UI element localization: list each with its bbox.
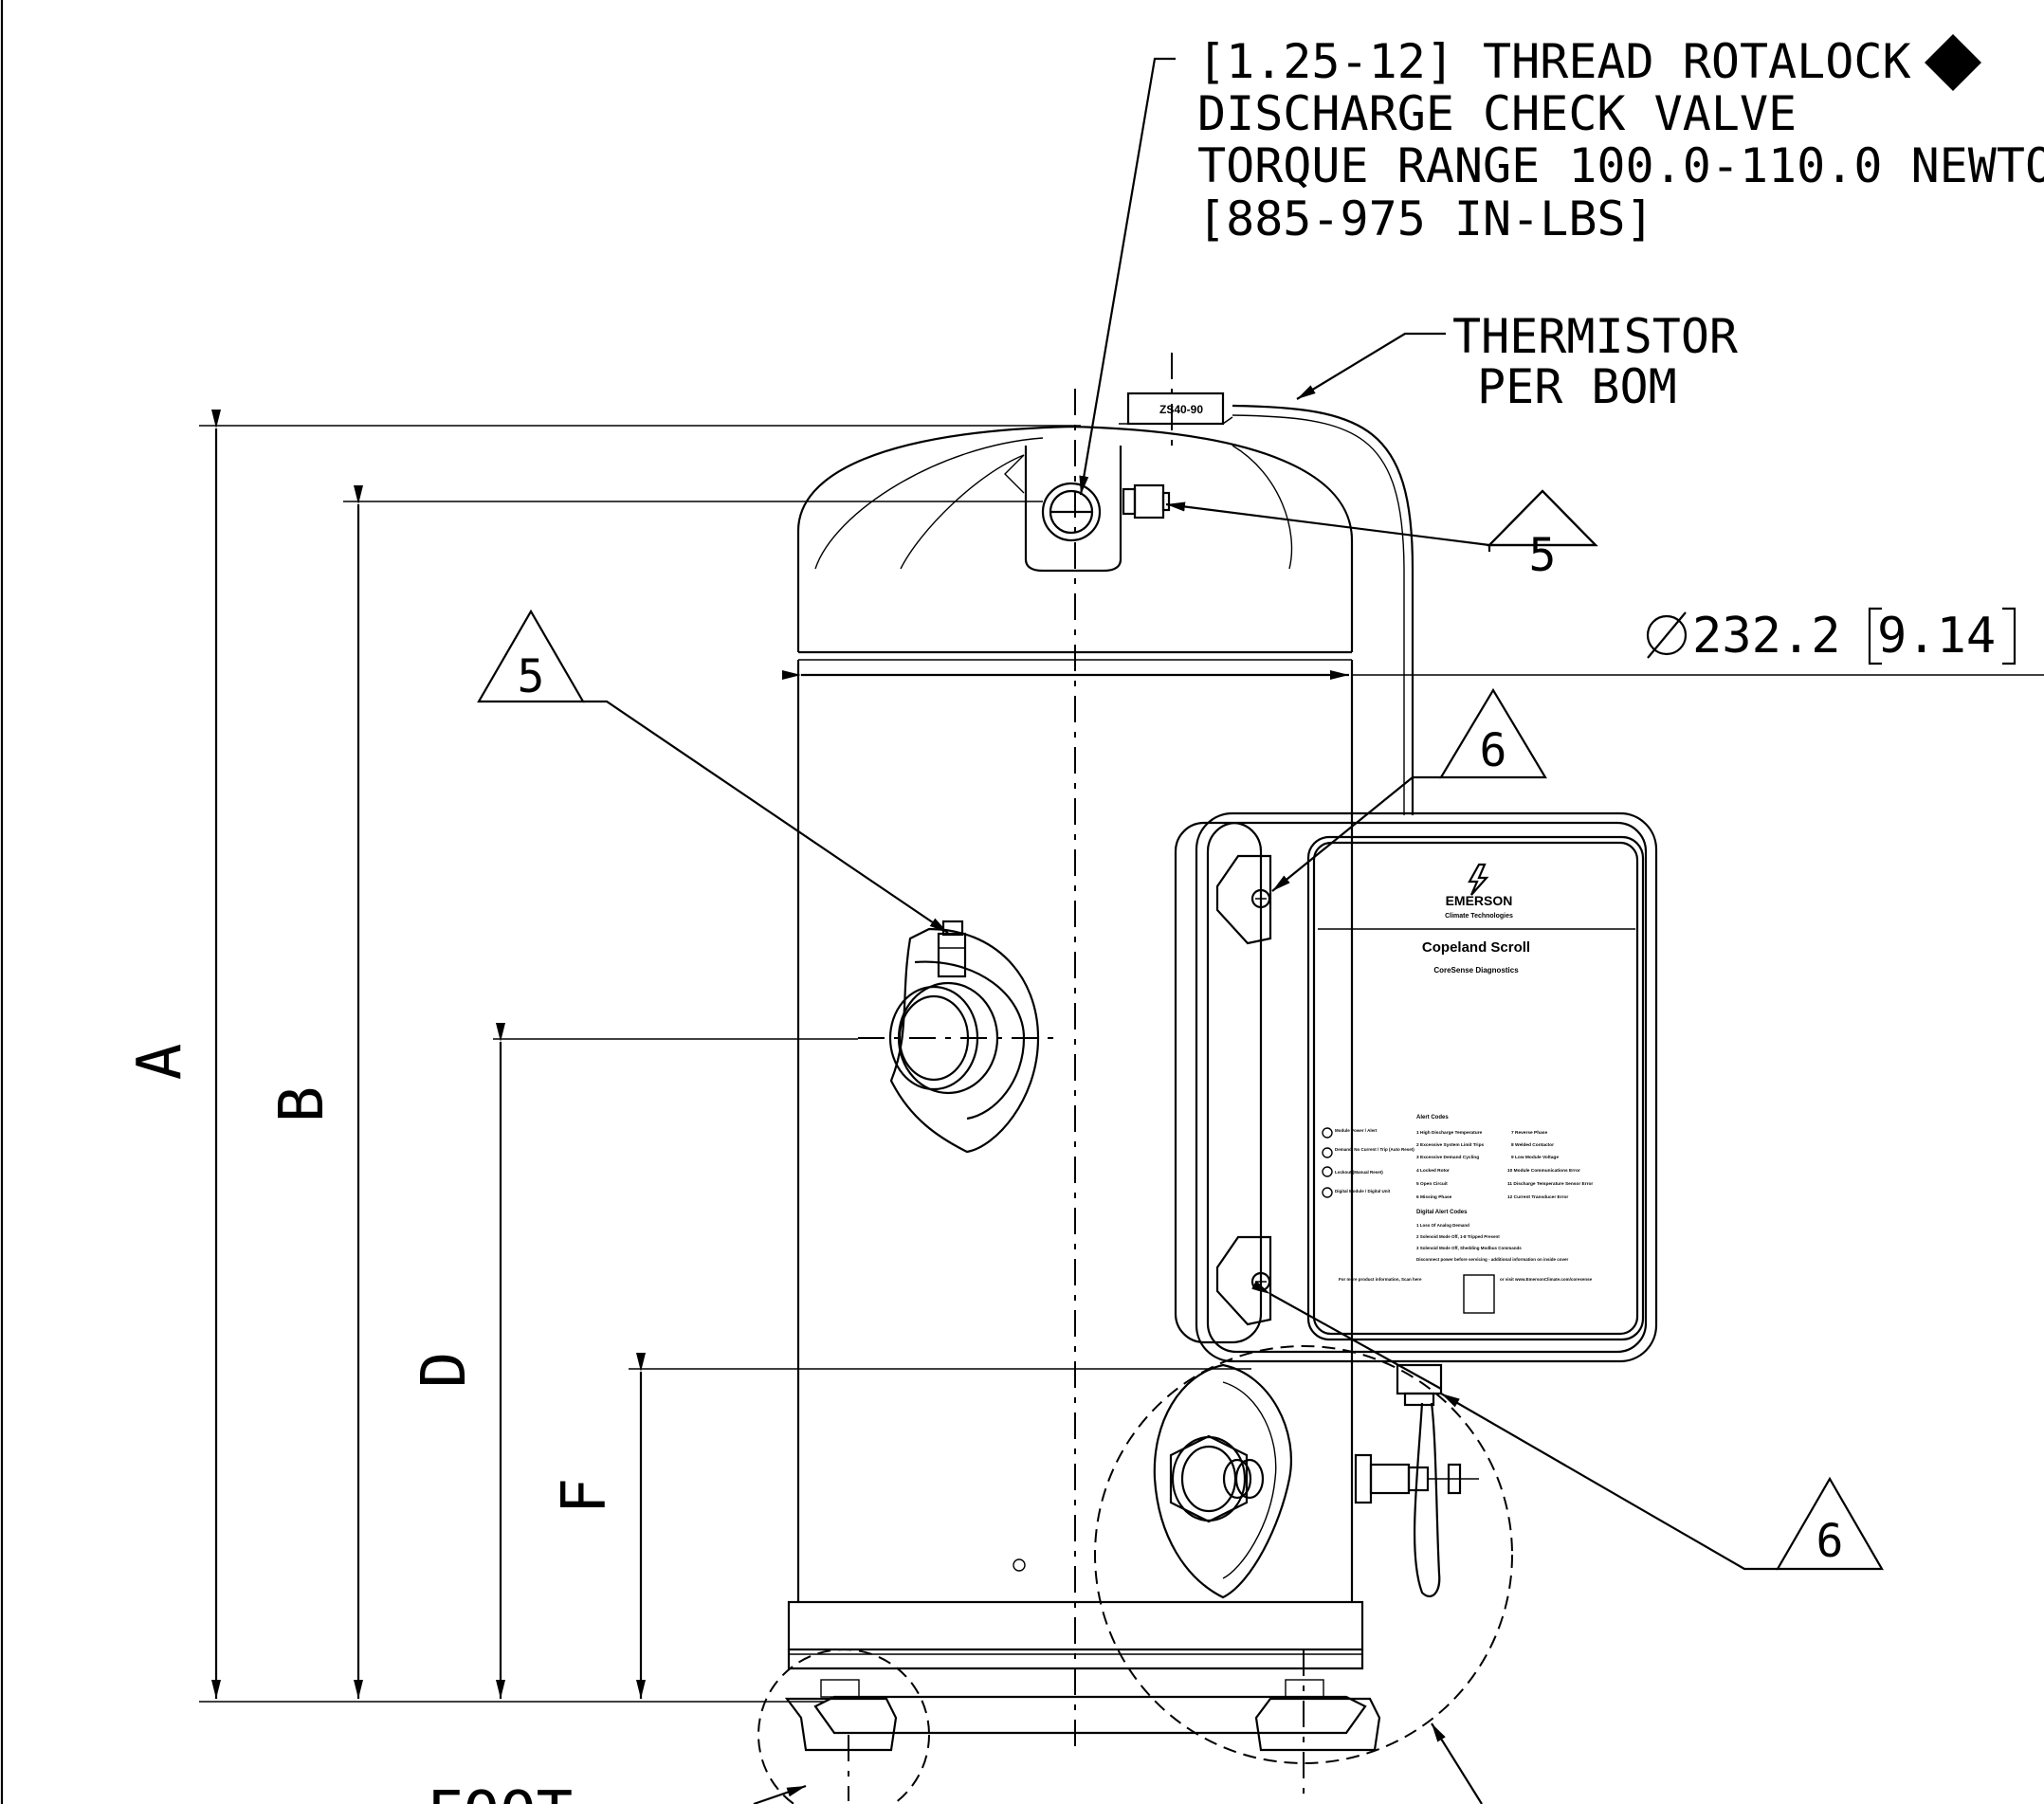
indicator-label-3: Lockout (Manual Reset) <box>1335 1170 1383 1175</box>
rotalock-callout: [1.25-12] THREAD ROTALOCK DISCHARGE CHEC… <box>1079 34 2044 496</box>
detail-leader <box>1431 1722 1483 1804</box>
module-footer-left: For more product information, Scan here <box>1339 1277 1422 1282</box>
alert-code-6: 6 Missing Phase <box>1416 1194 1452 1200</box>
dim-label-a: A <box>125 1044 195 1081</box>
flag-6-upper: 6 <box>1271 687 1547 892</box>
alert-code-9: 9 Low Module Voltage <box>1511 1155 1559 1160</box>
alert-codes-title: Alert Codes <box>1416 1115 1449 1121</box>
alert-code-12: 12 Current Transducer Error <box>1507 1194 1568 1200</box>
thermistor-callout: THERMISTOR PER BOM <box>1296 309 1739 414</box>
coresense-module: EMERSON Climate Technologies Copeland Sc… <box>1174 811 1658 1363</box>
module-product: Copeland Scroll <box>1422 939 1530 956</box>
alert-code-11: 11 Discharge Temperature Sensor Error <box>1507 1181 1593 1187</box>
module-alert-codes: Alert Codes 1 High Discharge Temperature… <box>1416 1115 1593 1262</box>
diameter-callout: 232.2 9.14 <box>1646 607 2017 665</box>
module-footer-right: or visit www.EmersonClimate.com/coresens… <box>1500 1277 1593 1282</box>
thermistor-line1: THERMISTOR <box>1452 309 1739 364</box>
alert-code-2: 2 Excessive System Limit Trips <box>1416 1142 1485 1148</box>
dim-label-d: D <box>410 1352 480 1389</box>
svg-text:5: 5 <box>518 650 545 703</box>
compressor-shell <box>784 425 1381 1752</box>
svg-text:6: 6 <box>1480 724 1507 777</box>
module-indicators: Module Power / Alert Demand, No Current … <box>1322 1127 1414 1198</box>
indicator-label-1: Module Power / Alert <box>1335 1128 1378 1133</box>
digital-alert-title: Digital Alert Codes <box>1416 1210 1468 1215</box>
alert-code-3: 3 Excessive Demand Cycling <box>1416 1155 1479 1160</box>
module-subtitle: CoreSense Diagnostics <box>1433 966 1519 975</box>
suction-fitting <box>888 920 1040 1154</box>
alert-code-8: 8 Welded Contactor <box>1511 1142 1554 1148</box>
dimension-lines <box>199 410 2044 1703</box>
diameter-mm: 232.2 <box>1692 608 1841 665</box>
digital-code-1: 1 Loss Of Analog Demand <box>1416 1223 1469 1228</box>
alert-code-5: 5 Open Circuit <box>1416 1181 1448 1187</box>
thermistor-line2: PER BOM <box>1477 359 1677 414</box>
qr-code-icon <box>1463 1274 1495 1314</box>
rotalock-line2: DISCHARGE CHECK VALVE <box>1197 86 1797 141</box>
detail-circle-fitting <box>1094 1345 1513 1764</box>
shell-label-text: ZS40-90 <box>1159 403 1203 416</box>
rotalock-line4: [885-975 IN-LBS] <box>1197 191 1654 246</box>
indicator-label-2: Demand, No Current / Trip (Auto Reset) <box>1335 1147 1414 1152</box>
alert-code-7: 7 Reverse Phase <box>1511 1130 1547 1136</box>
rotalock-line3: TORQUE RANGE 100.0-110.0 NEWTO <box>1197 138 2044 193</box>
svg-text:5: 5 <box>1529 529 1557 582</box>
digital-code-2: 2 Solenoid Mode Off, 1-8 Tripped Present <box>1416 1234 1500 1239</box>
svg-text:6: 6 <box>1816 1515 1844 1568</box>
rotalock-line1: [1.25-12] THREAD ROTALOCK <box>1197 34 1911 89</box>
discharge-fitting <box>1024 446 1171 573</box>
dim-label-f: F <box>550 1478 620 1515</box>
foot-label-partial: FOOT <box>427 1779 573 1804</box>
flag-5-left: 5 <box>477 609 949 934</box>
alert-code-4: 4 Locked Rotor <box>1416 1168 1450 1174</box>
flag-6-lower: 6 <box>1251 1280 1884 1571</box>
detail-circle-foot <box>757 1649 930 1804</box>
module-subbrand: Climate Technologies <box>1445 913 1513 920</box>
dim-label-b: B <box>267 1086 338 1123</box>
disconnect-note: Disconnect power before servicing - addi… <box>1416 1257 1569 1262</box>
lower-fitting <box>1153 1363 1479 1599</box>
diameter-inch: 9.14 <box>1877 608 1996 665</box>
alert-code-1: 1 High Discharge Temperature <box>1416 1130 1483 1136</box>
indicator-label-4: Digital Module / Digital Unit <box>1335 1189 1391 1194</box>
emerson-logo-icon <box>1468 863 1489 896</box>
digital-code-3: 3 Solenoid Mode Off, Shedding Modbus Com… <box>1416 1246 1522 1250</box>
foot-leader <box>753 1784 807 1804</box>
alert-code-10: 10 Module Communications Error <box>1507 1168 1580 1174</box>
shell-label-plate: ZS40-90 <box>1119 392 1233 426</box>
diamond-icon <box>1925 34 1981 91</box>
flag-5-top: 5 <box>1165 489 1598 582</box>
module-brand: EMERSON <box>1446 893 1513 908</box>
